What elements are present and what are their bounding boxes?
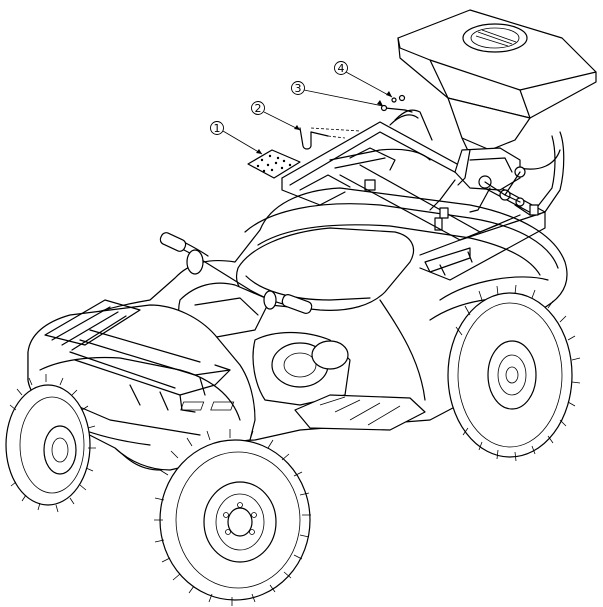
callout-3: 3 <box>291 81 384 107</box>
callout-4-label: 4 <box>338 62 345 75</box>
callout-2: 2 <box>251 101 301 131</box>
exploded-parts <box>247 94 413 179</box>
front-left-wheel <box>5 374 96 513</box>
gearbox-linkage <box>429 147 541 219</box>
part-2-u-bolt <box>299 127 361 150</box>
part-4-nut <box>391 94 406 103</box>
spreader-assembly <box>329 9 597 219</box>
callouts: 1 2 3 4 <box>210 61 393 155</box>
callout-4: 4 <box>334 61 393 98</box>
callout-3-label: 3 <box>295 82 302 95</box>
hopper <box>397 9 597 159</box>
front-right-wheel <box>154 429 311 606</box>
part-1-decal-plate <box>247 149 301 179</box>
callout-1: 1 <box>210 121 263 155</box>
part-3-bolt <box>380 104 413 113</box>
wheels <box>5 284 581 606</box>
rear-right-wheel <box>447 284 581 462</box>
front-rack <box>44 299 231 413</box>
callout-2-label: 2 <box>255 102 262 115</box>
callout-1-label: 1 <box>214 122 221 135</box>
